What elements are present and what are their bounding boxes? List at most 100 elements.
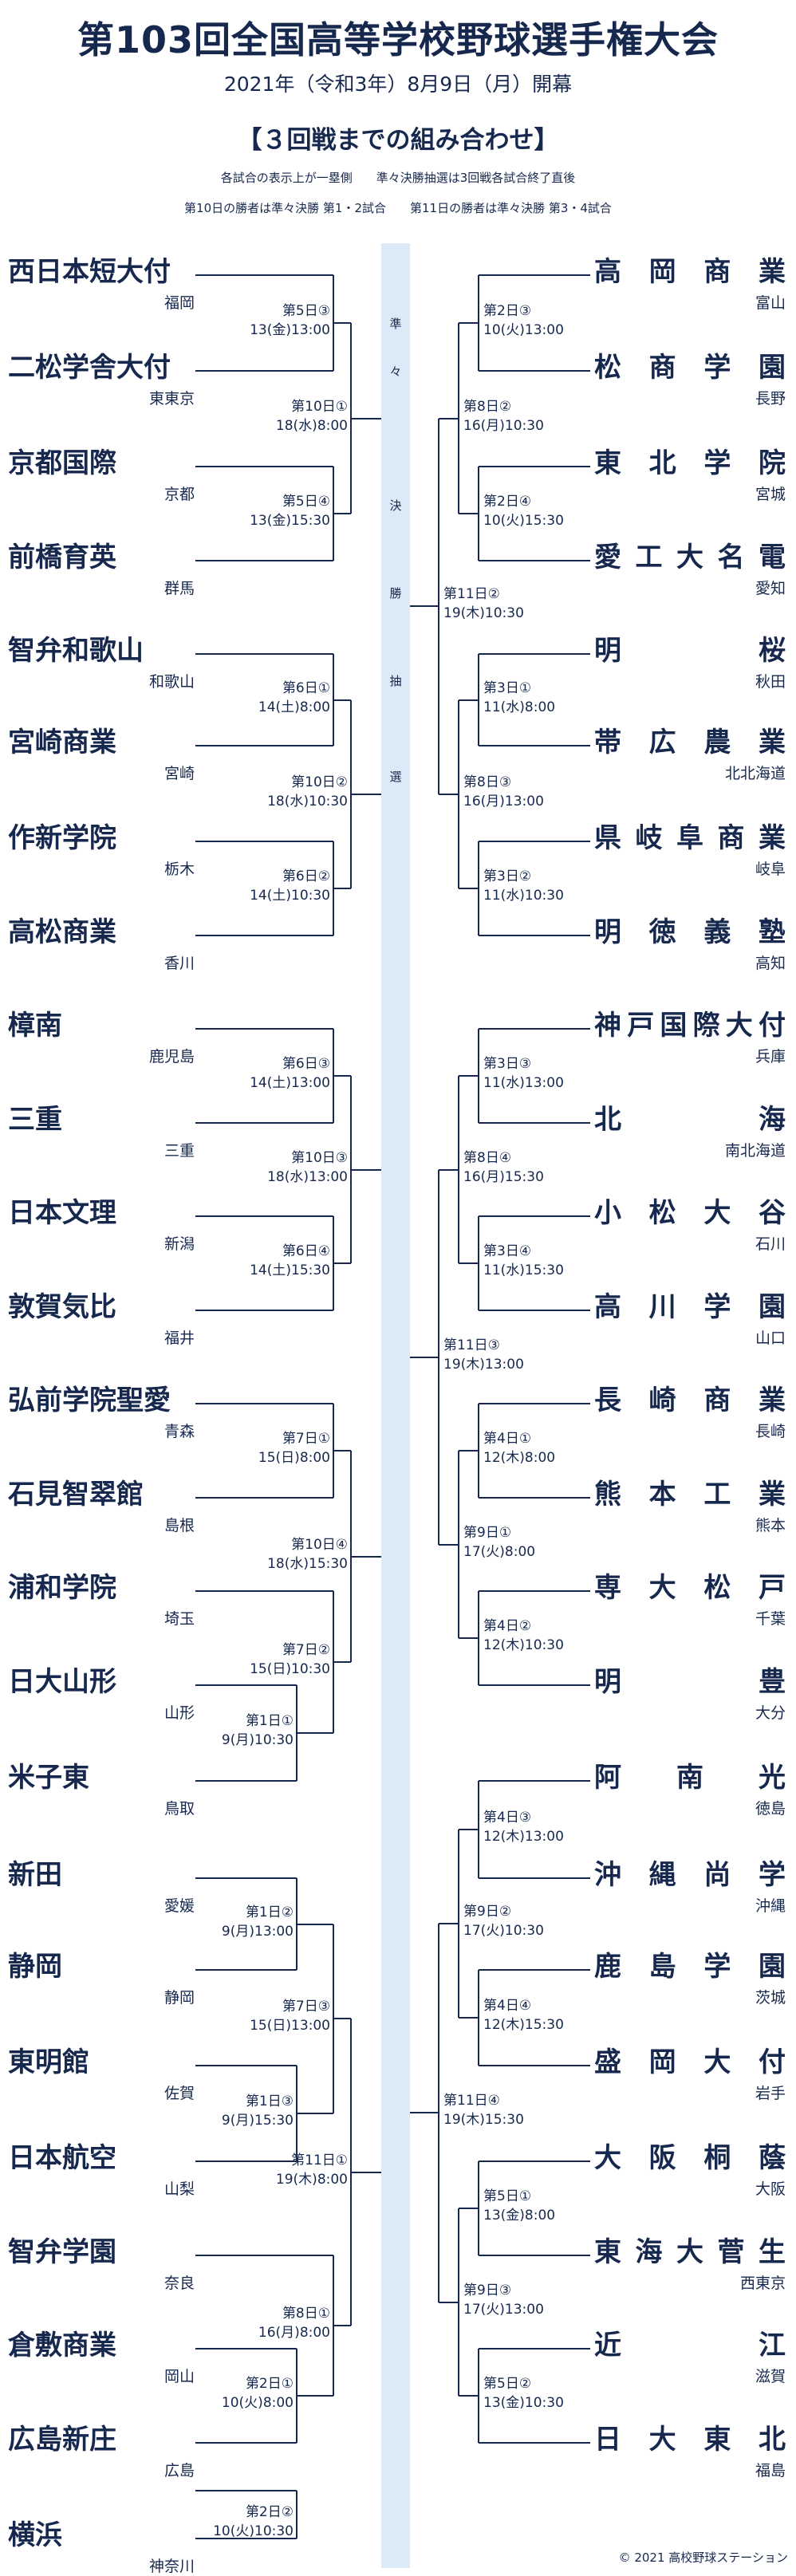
match-label-datetime: 17(火)13:00 <box>463 2301 544 2318</box>
band-char: 決 <box>389 498 402 513</box>
match-label-id: 第11日③ <box>443 1337 500 1353</box>
bracket-line <box>459 2017 479 2019</box>
bracket-line <box>195 274 333 276</box>
bracket-line <box>459 1829 479 1830</box>
bracket-line <box>439 1923 459 1924</box>
team-name: 静岡 <box>8 1951 62 1983</box>
match-label-id: 第8日② <box>463 398 512 415</box>
bracket-line <box>438 1924 439 2302</box>
band-char: 準 <box>389 317 402 331</box>
bracket-line <box>458 1076 459 1263</box>
team-prefecture: 香川 <box>164 955 195 972</box>
match-label-datetime: 11(水)13:00 <box>483 1075 564 1091</box>
bracket-line <box>479 1215 590 1217</box>
bracket-line <box>479 1590 590 1592</box>
team-prefecture: 群馬 <box>164 580 195 597</box>
match-label-datetime: 19(木)10:30 <box>443 605 524 622</box>
match-label-datetime: 10(火)15:30 <box>483 513 564 529</box>
bracket-line <box>195 841 333 842</box>
bracket-line <box>333 699 351 701</box>
team-name: 明豊 <box>594 1666 786 1698</box>
match-label-datetime: 15(日)13:00 <box>250 2018 330 2034</box>
team-name: 新田 <box>8 1859 62 1891</box>
match-label-id: 第8日③ <box>463 774 512 790</box>
match-label-id: 第7日② <box>282 1642 330 1658</box>
bracket-line <box>195 1215 333 1217</box>
match-label-datetime: 16(月)15:30 <box>463 1168 544 1185</box>
bracket-line <box>195 1122 333 1124</box>
bracket-line <box>479 1877 590 1879</box>
match-label-datetime: 13(金)15:30 <box>250 513 330 529</box>
bracket-line <box>410 605 439 608</box>
match-label-datetime: 14(土)15:30 <box>250 1262 330 1278</box>
match-label-datetime: 18(水)15:30 <box>267 1555 348 1572</box>
match-label-datetime: 13(金)8:00 <box>483 2208 556 2223</box>
team-prefecture: 長野 <box>755 390 786 408</box>
bracket-line <box>458 323 459 514</box>
team-prefecture: 大阪 <box>755 2180 786 2198</box>
team-name: 小松大谷 <box>594 1197 786 1229</box>
team-name: 三重 <box>8 1104 62 1136</box>
bracket-line <box>351 1555 381 1558</box>
match-label-datetime: 14(土)10:30 <box>250 888 330 904</box>
bracket-line <box>195 1028 333 1030</box>
team-name: 米子東 <box>8 1762 89 1794</box>
match-label-id: 第3日③ <box>483 1056 532 1072</box>
team-prefecture: 広島 <box>164 2462 195 2479</box>
team-prefecture: 愛知 <box>755 580 786 597</box>
match-label-datetime: 19(木)13:00 <box>443 1356 524 1373</box>
bracket-line <box>478 1781 479 1878</box>
match-label-datetime: 10(火)8:00 <box>221 2395 294 2411</box>
match-label-datetime: 10(火)13:00 <box>483 322 564 338</box>
bracket-line <box>478 1216 479 1310</box>
team-name: 専大松戸 <box>594 1572 786 1604</box>
bracket-line <box>439 1168 459 1171</box>
bracket-line <box>479 653 590 655</box>
team-prefecture: 鳥取 <box>164 1800 195 1818</box>
match-label-id: 第11日④ <box>443 2093 500 2109</box>
team-prefecture: 佐賀 <box>164 2085 195 2102</box>
bracket-line <box>333 888 351 889</box>
team-prefecture: 福井 <box>164 1329 195 1347</box>
bracket-line <box>478 1970 479 2066</box>
team-name: 敦賀気比 <box>8 1291 116 1323</box>
band-char: 選 <box>389 770 402 784</box>
band-char: 勝 <box>389 586 402 601</box>
match-label-id: 第4日② <box>483 1618 532 1634</box>
team-name: 西日本短大付 <box>8 256 171 288</box>
bracket-line <box>479 2160 590 2162</box>
band-char: 々 <box>389 364 402 379</box>
match-label-datetime: 10(火)10:30 <box>213 2523 294 2539</box>
bracket-line <box>478 1591 479 1685</box>
team-prefecture: 岡山 <box>164 2368 195 2385</box>
bracket-line <box>195 1403 333 1404</box>
match-label-datetime: 17(火)10:30 <box>463 1923 544 1939</box>
match-label-id: 第6日① <box>282 679 330 696</box>
team-name: 阿南光 <box>594 1762 786 1794</box>
bracket-line <box>195 466 333 467</box>
team-prefecture: 福島 <box>755 2462 786 2479</box>
match-label-id: 第8日① <box>282 2306 330 2322</box>
team-prefecture: 島根 <box>164 1517 195 1534</box>
match-label-id: 第1日① <box>245 1713 294 1729</box>
bracket-line <box>439 1543 459 1546</box>
team-name: 鹿島学園 <box>594 1951 786 1983</box>
team-name: 高岡商業 <box>594 256 786 288</box>
match-label-id: 第5日③ <box>282 303 330 319</box>
team-prefecture: 静岡 <box>164 1989 195 2007</box>
team-name: 京都国際 <box>8 447 116 479</box>
bracket-line <box>333 1262 351 1264</box>
match-label-datetime: 18(水)8:00 <box>275 417 348 434</box>
team-prefecture: 和歌山 <box>148 673 195 691</box>
bracket-line <box>351 1168 381 1171</box>
team-name: 宮崎商業 <box>8 727 116 758</box>
bracket-line <box>479 560 590 561</box>
bracket-line <box>195 2538 297 2539</box>
bracket-line <box>459 1262 479 1264</box>
team-prefecture: 石川 <box>755 1235 786 1253</box>
bracket-line <box>410 2112 439 2114</box>
bracket-subtitle: 【３回戦までの組み合わせ】 <box>237 126 559 155</box>
team-prefecture: 宮城 <box>755 486 786 503</box>
team-prefecture: 神奈川 <box>148 2558 195 2575</box>
team-prefecture: 鹿児島 <box>148 1048 195 1065</box>
